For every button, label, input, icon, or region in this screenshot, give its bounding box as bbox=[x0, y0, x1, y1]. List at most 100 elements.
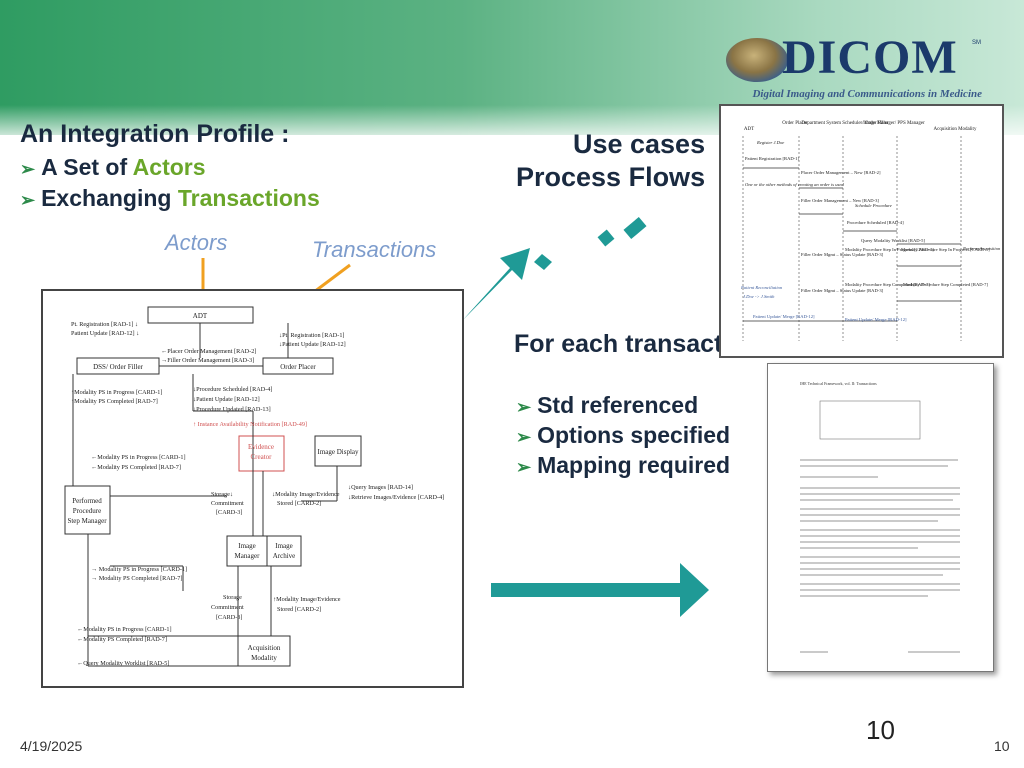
bullet-prefix: Exchanging bbox=[41, 185, 178, 211]
globe-icon bbox=[726, 38, 788, 82]
transaction-label: ↓Query Images [RAD-14] bbox=[348, 484, 413, 491]
flow-text: Filler Order Management – New [RAD-3] bbox=[801, 198, 879, 203]
transaction-label: →Filler Order Management [RAD-3] bbox=[161, 357, 254, 364]
transaction-label: ←Modality PS Completed [RAD-7] bbox=[91, 464, 181, 471]
evidence-creator-box bbox=[238, 435, 285, 472]
logo-service-mark: SM bbox=[972, 40, 981, 46]
transactions-label: Transactions bbox=[312, 237, 437, 262]
transaction-label: Stored [CARD-2] bbox=[277, 606, 321, 613]
bullet-arrow-icon: ➢ bbox=[20, 159, 36, 179]
transaction-label: ↑Modality Image/Evidence bbox=[273, 596, 341, 603]
doc-header: IHE Technical Framework, vol. II: Transa… bbox=[800, 381, 877, 387]
use-cases-heading: Use cases Process Flows bbox=[516, 128, 705, 194]
actor-acq-line1: Acquisition bbox=[248, 644, 281, 652]
transaction-label: Pt. Registration [RAD-1] ↓ bbox=[71, 321, 138, 328]
doc-svg: IHE Technical Framework, vol. II: Transa… bbox=[800, 381, 960, 653]
use-cases-line2: Process Flows bbox=[516, 162, 706, 192]
transaction-label: ↓Retrieve Images/Evidence [CARD-4] bbox=[348, 494, 444, 501]
logo-tagline: Digital Imaging and Communications in Me… bbox=[752, 88, 982, 100]
transaction-label: ↑Modality PS Completed [RAD-7] bbox=[71, 398, 158, 405]
transaction-label: ↓Procedure Updated [RAD-13] bbox=[193, 406, 271, 413]
flow-header-adt: ADT bbox=[744, 127, 754, 132]
transaction-label: [CARD-3] bbox=[216, 509, 242, 516]
bullet-arrow-icon: ➢ bbox=[516, 397, 532, 417]
flow-text: Patient Reconciliation bbox=[740, 285, 783, 290]
actor-transaction-diagram: ADT DSS/ Order Filler Order Placer Evide… bbox=[41, 289, 464, 688]
bullet-arrow-icon: ➢ bbox=[516, 457, 532, 477]
flow-header-scheduler: Department System Scheduler/ Order Fille… bbox=[801, 121, 889, 126]
up-left-arrow-icon bbox=[463, 248, 530, 320]
flow-text: Modality Procedure Step Completed [RAD-7… bbox=[903, 282, 988, 287]
footer-date: 4/19/2025 bbox=[20, 738, 83, 754]
use-cases-line1: Use cases bbox=[572, 129, 706, 159]
flow-text: Modality Procedure Step In Progress [CAR… bbox=[901, 247, 990, 252]
transaction-label: ←Modality PS in Progress [CARD-1] bbox=[77, 626, 172, 633]
transaction-label: ↓Patient Update [RAD-12] bbox=[279, 341, 346, 348]
transaction-label: ↑Modality PS in Progress [CARD-1] bbox=[71, 389, 162, 396]
actor-ia-line1: Image bbox=[275, 542, 293, 550]
for-each-item-label: Options specified bbox=[537, 422, 731, 448]
flow-header-image-manager: Image Manager/ PPS Manager bbox=[863, 121, 925, 126]
actor-acq-line2: Modality bbox=[251, 654, 277, 662]
flow-text: One or the other methods of creating an … bbox=[745, 182, 844, 187]
flow-text: Filler Order Mgmt – Status Update [RAD-3… bbox=[801, 252, 884, 257]
transaction-label: ↓Procedure Scheduled [RAD-4] bbox=[193, 386, 272, 393]
transaction-label: Storage bbox=[223, 594, 242, 601]
diagram-svg: ADT DSS/ Order Filler Order Placer Evide… bbox=[64, 306, 444, 667]
dicom-logo: DICOM SM Digital Imaging and Communicati… bbox=[726, 31, 996, 106]
transaction-label: ←Query Modality Worklist [RAD-5] bbox=[77, 660, 169, 667]
bullet-arrow-icon: ➢ bbox=[20, 190, 36, 210]
technical-framework-page-thumbnail: IHE Technical Framework, vol. II: Transa… bbox=[767, 363, 994, 672]
transaction-label: ←Modality PS Completed [RAD-7] bbox=[77, 636, 167, 643]
flow-text: Procedure Scheduled [RAD-4] bbox=[847, 220, 904, 225]
transaction-label: Patient Update [RAD-12] ↓ bbox=[71, 330, 139, 337]
doc-text-lines bbox=[800, 459, 960, 653]
flow-text: Schedule Procedure bbox=[855, 203, 892, 208]
bullet-transactions: ➢Exchanging Transactions bbox=[20, 185, 320, 212]
actor-ia-line2: Archive bbox=[273, 552, 296, 560]
arrow-dash-icon bbox=[534, 254, 552, 270]
bullet-arrow-icon: ➢ bbox=[516, 427, 532, 447]
transaction-label: ←Modality PS in Progress [CARD-1] bbox=[91, 454, 186, 461]
for-each-item: ➢Std referenced bbox=[516, 392, 698, 419]
transaction-label: ↓Modality Image/Evidence bbox=[272, 491, 340, 498]
process-flow-diagram: ADT Order Placer Department System Sched… bbox=[719, 104, 1004, 358]
actor-evidence-line2: Creator bbox=[251, 453, 273, 461]
transaction-label: ↓Pt. Registration [RAD-1] bbox=[279, 332, 344, 339]
flow-text: Query Modality Worklist [RAD-5] bbox=[861, 238, 925, 243]
transaction-label: → Modality PS in Progress [CARD-1] bbox=[91, 566, 187, 573]
flow-header-acquisition: Acquisition Modality bbox=[934, 127, 977, 132]
right-arrow-icon bbox=[491, 563, 709, 617]
flow-header-order-placer: Order Placer bbox=[782, 121, 808, 126]
bullet-highlight: Actors bbox=[132, 154, 206, 180]
flow-text: Placer Order Management – New [RAD-2] bbox=[801, 170, 881, 175]
transaction-label: [CARD-3] bbox=[216, 614, 242, 621]
doc-table bbox=[819, 400, 921, 440]
flow-text: Patient Update/ Merge [RAD-12] bbox=[845, 317, 907, 322]
for-each-item-label: Mapping required bbox=[537, 452, 731, 478]
transaction-label: ↑ Instance Availability Notification [RA… bbox=[193, 421, 307, 428]
for-each-item: ➢Mapping required bbox=[516, 452, 730, 479]
actor-order-placer: Order Placer bbox=[280, 363, 316, 371]
actor-evidence-line1: Evidence bbox=[248, 443, 274, 451]
arrow-dash-icon bbox=[623, 216, 647, 240]
bullet-actors: ➢A Set of Actors bbox=[20, 154, 206, 181]
flow-text: J.Doe -> J.Smith bbox=[743, 294, 775, 299]
actor-ppsm-line2: Procedure bbox=[73, 507, 101, 515]
footer-page-number: 10 bbox=[994, 738, 1010, 754]
actor-adt: ADT bbox=[193, 312, 208, 320]
for-each-item-label: Std referenced bbox=[537, 392, 699, 418]
acquisition-modality-box bbox=[237, 635, 291, 667]
flow-text: Filler Order Mgmt – Status Update [RAD-3… bbox=[801, 288, 884, 293]
actor-dss: DSS/ Order Filler bbox=[93, 363, 143, 371]
flow-text: Patient Update/ Merge [RAD-12] bbox=[753, 314, 815, 319]
transaction-label: ↓Patient Update [RAD-12] bbox=[193, 396, 260, 403]
actors-label: Actors bbox=[165, 230, 228, 255]
arrow-dash-icon bbox=[597, 229, 615, 247]
slide-number: 10 bbox=[866, 715, 895, 745]
flow-text: Modality Procedure Step Completed [RAD-7… bbox=[845, 282, 930, 287]
transaction-label: Commitment bbox=[211, 604, 244, 611]
flow-svg: ADT Order Placer Department System Sched… bbox=[740, 121, 1001, 341]
image-display-box bbox=[314, 435, 362, 467]
actor-im-line1: Image bbox=[238, 542, 256, 550]
